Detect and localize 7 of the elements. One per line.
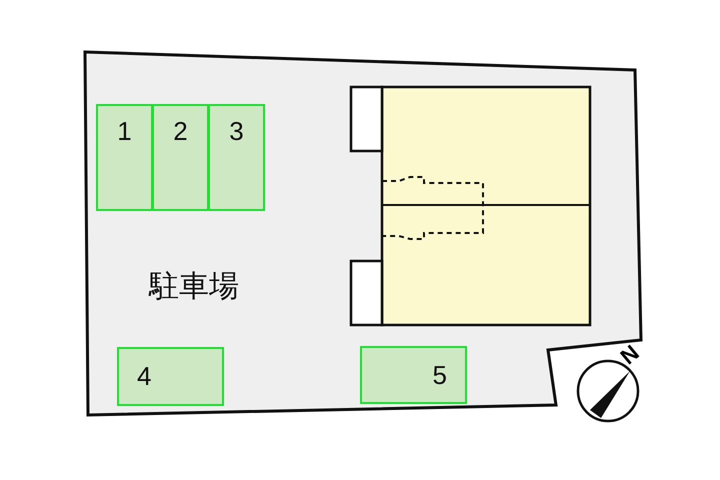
parking-space: 5 — [360, 346, 467, 404]
area-label: 駐車場 — [149, 269, 239, 305]
parking-space: 4 — [117, 347, 224, 406]
parking-space: 3 — [208, 104, 265, 211]
north-label: N — [616, 340, 644, 370]
parking-space: 2 — [152, 104, 209, 211]
parking-space: 1 — [96, 104, 153, 211]
